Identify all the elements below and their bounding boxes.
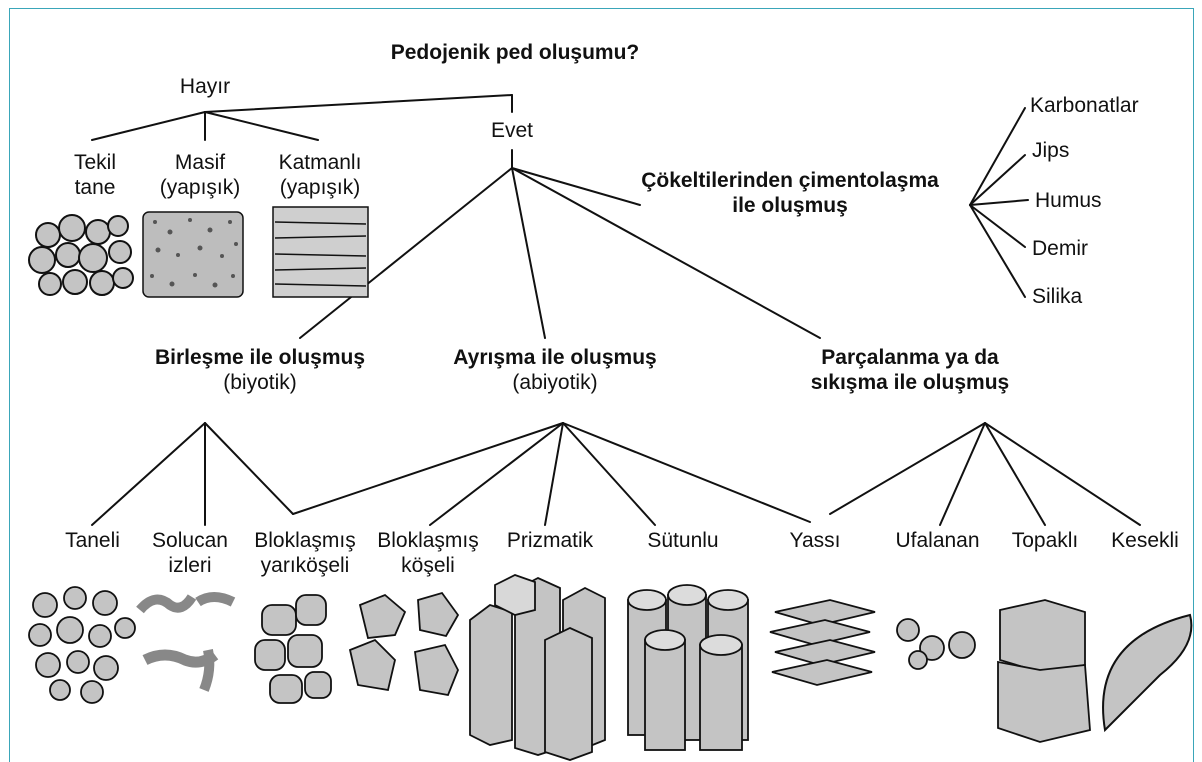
node-single-grain: Tekil tane <box>50 150 140 200</box>
structure-subangular-blocky: Bloklaşmış yarıköşeli <box>245 528 365 578</box>
node-massive: Masif (yapışık) <box>145 150 255 200</box>
structure-crumb-line1: Ufalanan <box>885 528 990 553</box>
agent-silica: Silika <box>1032 284 1082 309</box>
platy-illustration <box>770 600 875 685</box>
structure-worm-casts-line2: izleri <box>140 553 240 578</box>
columnar-illustration <box>628 585 748 750</box>
structure-clod-line1: Kesekli <box>1095 528 1195 553</box>
structure-platy: Yassı <box>775 528 855 553</box>
node-fragmentation-line1: Parçalanma ya da <box>780 345 1040 370</box>
structure-subangular-blocky-line1: Bloklaşmış <box>245 528 365 553</box>
node-single-grain-line1: Tekil <box>50 150 140 175</box>
agent-carbonates: Karbonatlar <box>1030 93 1139 118</box>
node-cementation-line1: Çökeltilerinden çimentolaşma <box>610 168 970 193</box>
structure-cloddy: Topaklı <box>995 528 1095 553</box>
subangular-blocky-illustration <box>255 595 331 703</box>
angular-blocky-illustration <box>350 593 458 695</box>
structure-granular-line1: Taneli <box>45 528 140 553</box>
node-massive-line2: (yapışık) <box>145 175 255 200</box>
node-layered: Katmanlı (yapışık) <box>260 150 380 200</box>
node-fragmentation: Parçalanma ya da sıkışma ile oluşmuş <box>780 345 1040 395</box>
node-cementation-line2: ile oluşmuş <box>610 193 970 218</box>
node-fragmentation-line2: sıkışma ile oluşmuş <box>780 370 1040 395</box>
no-branch-label: Hayır <box>160 74 250 99</box>
worm-cast-illustration <box>140 597 233 690</box>
granular-illustration <box>29 587 135 703</box>
node-separation-title: Ayrışma ile oluşmuş <box>425 345 685 370</box>
structure-clod: Kesekli <box>1095 528 1195 553</box>
structure-prismatic: Prizmatik <box>495 528 605 553</box>
node-aggregation-title: Birleşme ile oluşmuş <box>130 345 390 370</box>
agent-humus: Humus <box>1035 188 1102 213</box>
node-aggregation-subtitle: (biyotik) <box>130 370 390 395</box>
structure-crumb: Ufalanan <box>885 528 990 553</box>
layered-illustration <box>273 207 368 297</box>
node-aggregation: Birleşme ile oluşmuş (biyotik) <box>130 345 390 395</box>
structure-worm-casts-line1: Solucan <box>140 528 240 553</box>
massive-illustration <box>143 212 243 297</box>
agent-iron: Demir <box>1032 236 1088 261</box>
cloddy-illustration <box>998 600 1090 742</box>
structure-platy-line1: Yassı <box>775 528 855 553</box>
clod-illustration <box>1103 615 1191 730</box>
prismatic-illustration <box>470 575 605 760</box>
node-single-grain-line2: tane <box>50 175 140 200</box>
node-layered-line2: (yapışık) <box>260 175 380 200</box>
structure-granular: Taneli <box>45 528 140 553</box>
agent-gypsum: Jips <box>1032 138 1069 163</box>
node-separation: Ayrışma ile oluşmuş (abiyotik) <box>425 345 685 395</box>
structure-columnar: Sütunlu <box>628 528 738 553</box>
yes-branch-label: Evet <box>472 118 552 143</box>
structure-angular-blocky-line2: köşeli <box>368 553 488 578</box>
crumb-illustration <box>897 619 975 669</box>
structure-cloddy-line1: Topaklı <box>995 528 1095 553</box>
structure-angular-blocky: Bloklaşmış köşeli <box>368 528 488 578</box>
structure-angular-blocky-line1: Bloklaşmış <box>368 528 488 553</box>
node-cementation: Çökeltilerinden çimentolaşma ile oluşmuş <box>610 168 970 218</box>
node-massive-line1: Masif <box>145 150 255 175</box>
node-separation-subtitle: (abiyotik) <box>425 370 685 395</box>
structure-subangular-blocky-line2: yarıköşeli <box>245 553 365 578</box>
single-grain-illustration <box>29 215 133 295</box>
structure-columnar-line1: Sütunlu <box>628 528 738 553</box>
structure-prismatic-line1: Prizmatik <box>495 528 605 553</box>
diagram-title: Pedojenik ped oluşumu? <box>360 40 670 65</box>
structure-worm-casts: Solucan izleri <box>140 528 240 578</box>
node-layered-line1: Katmanlı <box>260 150 380 175</box>
